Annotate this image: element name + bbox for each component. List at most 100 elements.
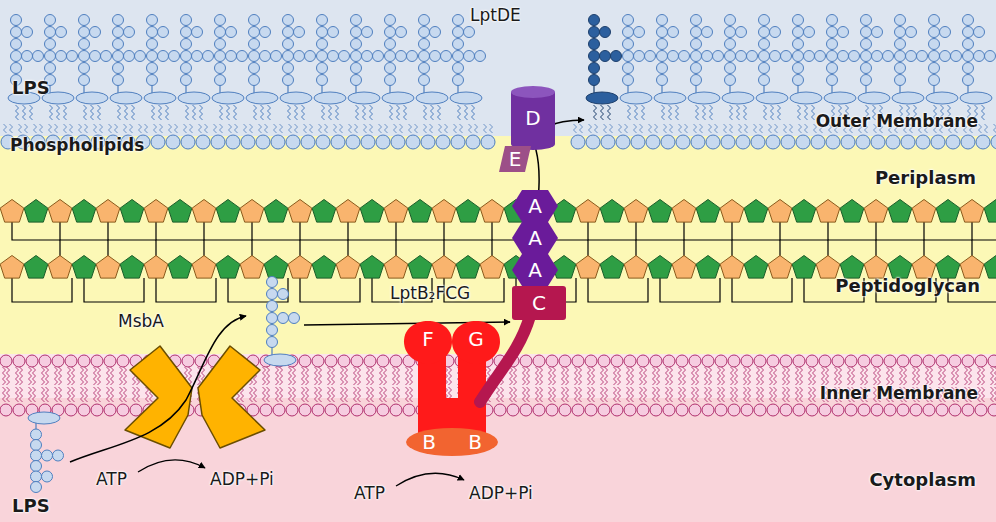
sugar-unit [278,313,289,324]
lipid-tail [536,367,539,385]
sugar-pentagon [672,200,696,223]
lipid-tail [696,367,699,385]
lipid-tail [393,387,396,402]
phospholipid-head [975,355,987,367]
phospholipid-head [884,404,896,416]
phospholipid-head [312,355,324,367]
phospholipid-head [391,135,405,149]
lipid-a-head [416,92,448,104]
lipid-tail [139,124,142,133]
lipid-tail [787,367,790,385]
lipid-a-head [246,92,278,104]
lipid-tail [133,387,136,402]
phospholipid-head [988,404,996,416]
sugar-unit [56,27,67,38]
lipid-tail [329,105,332,120]
energy-label: ATP [354,484,385,504]
lipid-tail [184,124,187,133]
lipid-tail [29,367,32,385]
sugar-unit [215,15,226,26]
sugar-pentagon [816,256,840,279]
phospholipid-head [806,404,818,416]
lipid-tail [475,124,478,133]
sugar-pentagon [312,256,336,279]
lipid-tail [657,367,660,385]
phospholipid-head [117,355,129,367]
phospholipid-head [301,135,315,149]
lipid-tail [410,387,413,402]
lipid-tail [670,124,673,133]
sugar-unit [113,39,124,50]
sugar-pentagon [360,256,384,279]
lipid-tail [579,367,582,385]
lps-molecule [280,15,316,121]
sugar-unit [135,51,146,62]
lipid-tail [59,367,62,385]
lipid-tail [826,367,829,385]
sugar-unit [430,27,441,38]
sugar-unit [362,27,373,38]
sugar-unit [929,39,940,50]
lipid-tail [523,367,526,385]
sugar-unit [963,75,974,86]
lps-molecule [926,15,962,121]
sugar-unit [929,63,940,74]
lipid-tail [770,387,773,402]
sugar-pentagon [456,200,480,223]
sugar-unit [158,27,169,38]
lipid-a-head [382,92,414,104]
phospholipid-head [151,135,165,149]
sugar-unit [22,27,33,38]
complex-label: LptB₂FCG [390,284,470,304]
lipid-tail [227,105,230,120]
sugar-unit [691,75,702,86]
lipid-tail [193,105,196,120]
lipid-tail [761,387,764,402]
sugar-unit [267,325,278,336]
sugar-pentagon [768,256,792,279]
lipid-tail [94,387,97,402]
phospholipid-head [819,404,831,416]
sugar-unit [657,75,668,86]
sugar-unit [861,27,872,38]
lipid-tail [739,124,742,133]
lipid-tail [566,367,569,385]
lipid-tail [579,387,582,402]
sugar-unit [419,75,430,86]
lipid-tail [46,387,49,402]
lipid-tail [994,124,996,133]
sugar-pentagon [288,200,312,223]
lipid-tail [679,387,682,402]
sugar-pentagon [912,200,936,223]
sugar-unit [215,39,226,50]
phospholipid-head [741,404,753,416]
phospholipid-head [91,355,103,367]
phospholipid-head [793,355,805,367]
sugar-pentagon [792,200,816,223]
lipid-tail [302,387,305,402]
lipid-tail [861,367,864,385]
sugar-pentagon [336,200,360,223]
lipid-tail [640,387,643,402]
sugar-unit [79,51,90,62]
lipid-tail [625,124,628,133]
sugar-unit [181,63,192,74]
sugar-unit [147,51,158,62]
lipid-tail [409,124,412,133]
lipid-tail [16,105,19,120]
phospholipid-head [39,355,51,367]
lipid-tail [235,124,238,133]
phospholipid-head [364,355,376,367]
sugar-unit [249,75,260,86]
lipid-tail [439,124,442,133]
lipid-tail [341,367,344,385]
lipid-tail [259,124,262,133]
crosslink-line [588,222,636,258]
phospholipid-head [706,135,720,149]
lipid-tail [745,124,748,133]
lipid-tail [3,367,6,385]
lipid-tail [852,367,855,385]
sugar-unit [147,39,158,50]
lipid-tail [319,387,322,402]
